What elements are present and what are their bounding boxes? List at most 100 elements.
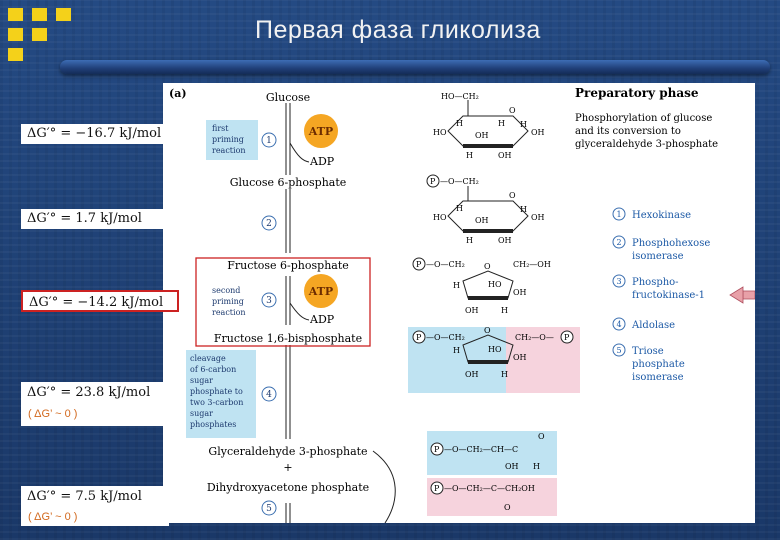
fbp-ho: HO xyxy=(488,345,502,354)
fbp-oh-2: OH xyxy=(465,370,479,379)
glucose-h-1: H xyxy=(456,119,463,128)
gap-oh: OH xyxy=(505,462,519,471)
metabolite-plus: + xyxy=(283,461,292,474)
fbp-ring-o: O xyxy=(484,326,491,335)
dg-label-step2: ΔG′° = 1.7 kJ/mol xyxy=(21,209,167,229)
fbp-o-ch2: —O—CH₂ xyxy=(426,333,465,342)
fbp-phosphate-left xyxy=(412,330,426,344)
fbp-h-1: H xyxy=(453,346,460,355)
f6p-ho: HO xyxy=(488,280,502,289)
atp-label-step1: ATP xyxy=(308,125,333,138)
glucose-6p-structure xyxy=(447,186,529,233)
fbp-phosphate-right xyxy=(560,330,574,344)
dhap-box xyxy=(427,478,557,516)
svg-text:Phosphohexose: Phosphohexose xyxy=(632,238,710,249)
g6p-o-ch2: —O—CH₂ xyxy=(440,177,479,186)
dg-label-step1: ΔG′° = −16.7 kJ/mol xyxy=(21,124,187,144)
glucose-h-4: H xyxy=(466,151,473,160)
g6p-ring-o: O xyxy=(509,191,516,200)
gap-h: H xyxy=(533,462,540,471)
metabolite-dihydroxyacetone-phosphate: Dihydroxyacetone phosphate xyxy=(207,481,369,494)
svg-text:Hexokinase: Hexokinase xyxy=(632,210,691,221)
dg-note-step4: ( ΔG’ ~ 0 ) xyxy=(28,408,78,420)
glucose-ho-ch2: HO—CH₂ xyxy=(441,92,479,101)
note-cleavage-box xyxy=(186,350,256,438)
fbp-h-2: H xyxy=(501,370,508,379)
g6p-oh-3: OH xyxy=(498,236,512,245)
svg-text:phosphate: phosphate xyxy=(632,359,685,370)
f6p-phosphate-circle xyxy=(412,257,426,271)
svg-text:isomerase: isomerase xyxy=(632,372,684,383)
isomerase-curved-arrow xyxy=(372,450,396,524)
f6p-phosphate-p: P xyxy=(416,260,422,269)
glucose-ho-1: HO xyxy=(433,128,447,137)
pathway-arrows xyxy=(285,103,291,523)
dg-note-step5: ( ΔG’ ~ 0 ) xyxy=(28,511,78,523)
svg-text:isomerase: isomerase xyxy=(632,251,684,262)
atp-badge-step3 xyxy=(304,274,338,308)
fructose-6p-structure xyxy=(462,270,514,300)
dhap-chain: —O—CH₂—C—CH₂OH xyxy=(444,484,535,493)
dhap-o: O xyxy=(504,503,511,512)
svg-text:4: 4 xyxy=(266,390,272,400)
glucose-ring-o: O xyxy=(509,106,516,115)
fbp-oh-1: OH xyxy=(513,353,527,362)
glucose-oh-1: OH xyxy=(475,131,489,140)
gap-o: O xyxy=(538,432,545,441)
glycolysis-figure: (a) Glucose Glucose 6-phosphate Fructose… xyxy=(163,83,756,524)
gap-phosphate-circle xyxy=(430,442,444,456)
atp-to-adp-arrow-3 xyxy=(289,302,310,321)
adp-label-step3: ADP xyxy=(309,313,335,326)
gap-chain: —O—CH₂—CH—C xyxy=(444,445,518,454)
dg-label-step4: ΔG′° = 23.8 kJ/mol xyxy=(21,382,169,426)
enzyme-list: 1 Hexokinase 2 Phosphohexose isomerase 3… xyxy=(612,207,710,383)
atp-badge-step1 xyxy=(304,114,338,148)
pfk-highlight-arrow xyxy=(729,286,756,304)
glucose-oh-2: OH xyxy=(531,128,545,137)
atp-label-step3: ATP xyxy=(308,285,333,298)
f6p-o-ch2: —O—CH₂ xyxy=(426,260,465,269)
g6p-phosphate-circle xyxy=(426,174,440,188)
svg-text:Phospho-: Phospho- xyxy=(632,277,679,288)
glucose-h-3: H xyxy=(520,120,527,129)
svg-text:3: 3 xyxy=(266,296,272,306)
metabolite-glucose: Glucose xyxy=(266,91,310,104)
g6p-ho: HO xyxy=(433,213,447,222)
title-underline-bar xyxy=(60,60,770,74)
g6p-oh-1: OH xyxy=(475,216,489,225)
svg-text:3: 3 xyxy=(616,277,621,286)
atp-to-adp-arrow-1 xyxy=(289,142,310,163)
f6p-h-2: H xyxy=(501,306,508,315)
note-second-priming-box xyxy=(206,281,258,323)
adp-label-step1: ADP xyxy=(309,155,335,168)
slide-title: Первая фаза гликолиза xyxy=(255,16,541,44)
step3-highlight-box xyxy=(195,257,371,347)
f6p-h-1: H xyxy=(453,281,460,290)
fbp-p-left: P xyxy=(416,333,422,342)
fbp-ch2-o: CH₂—O— xyxy=(515,333,554,342)
step-circles: 1 2 3 4 5 xyxy=(261,132,277,516)
g6p-h-1: H xyxy=(456,204,463,213)
note-cleavage: cleavage of 6-carbon sugar phosphate to … xyxy=(190,354,246,429)
dg-label-step5: ΔG′° = 7.5 kJ/mol xyxy=(21,486,169,526)
svg-text:Triose: Triose xyxy=(632,346,664,357)
phase-description: Phosphorylation of glucose and its conve… xyxy=(575,113,718,150)
metabolite-glyceraldehyde-3-phosphate: Glyceraldehyde 3-phosphate xyxy=(208,445,367,458)
metabolite-fructose-6-phosphate: Fructose 6-phosphate xyxy=(227,259,349,272)
metabolite-glucose-6-phosphate: Glucose 6-phosphate xyxy=(230,176,347,189)
panel-label: (a) xyxy=(169,87,187,100)
dg-label-step3: ΔG′° = −14.2 kJ/mol xyxy=(21,290,179,312)
phase-title: Preparatory phase xyxy=(575,86,699,100)
g6p-h-3: H xyxy=(466,236,473,245)
dhap-p: P xyxy=(434,484,440,493)
gap-box xyxy=(427,431,557,475)
glucose-oh-3: OH xyxy=(498,151,512,160)
fbp-p-right: P xyxy=(564,333,570,342)
svg-text:2: 2 xyxy=(616,238,621,247)
g6p-phosphate-p: P xyxy=(430,177,436,186)
logo-squares xyxy=(8,8,74,68)
dhap-phosphate-circle xyxy=(430,481,444,495)
f6p-ch2oh: CH₂—OH xyxy=(513,260,551,269)
metabolite-fructose-1-6-bisphosphate: Fructose 1,6-bisphosphate xyxy=(214,332,362,345)
svg-text:fructokinase-1: fructokinase-1 xyxy=(632,290,705,301)
